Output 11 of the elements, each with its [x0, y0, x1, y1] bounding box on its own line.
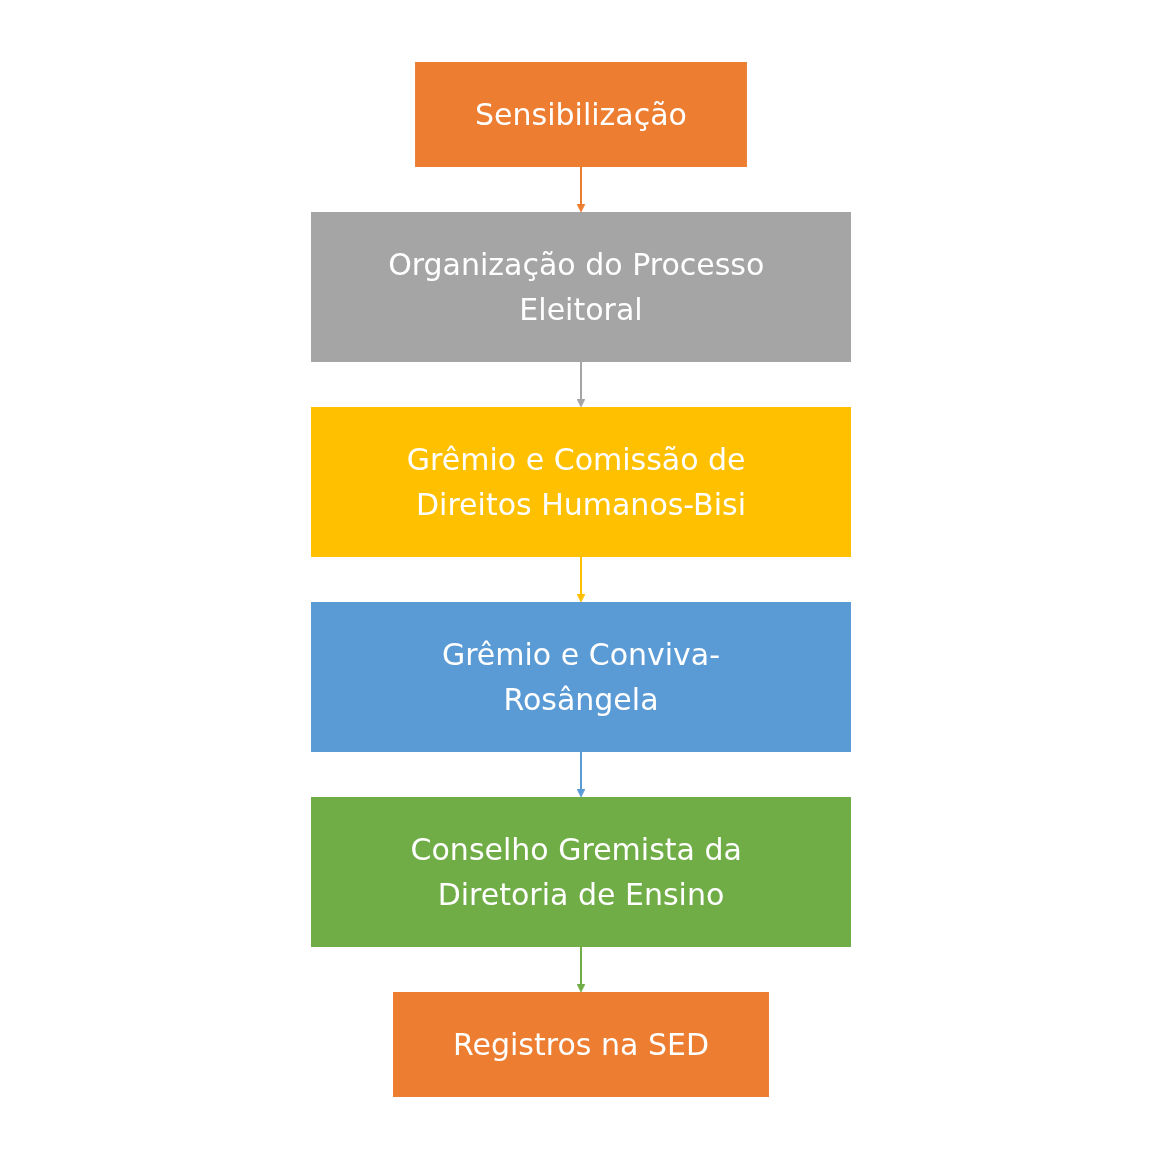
- arrow: [576, 750, 586, 797]
- node-box: Conselho Gremista da Diretoria de Ensino: [311, 796, 851, 947]
- node-box: Organização do Processo Eleitoral: [311, 211, 851, 362]
- node-box: Grêmio e Conviva-Rosângela: [311, 601, 851, 752]
- arrow: [576, 555, 586, 602]
- arrow: [576, 165, 586, 212]
- node-box: Grêmio e Comissão de Direitos Humanos-Bisi: [311, 406, 851, 557]
- arrow: [576, 360, 586, 407]
- node-box: Sensibilização: [415, 61, 747, 167]
- arrow: [576, 945, 586, 992]
- node-box: Registros na SED: [393, 991, 769, 1097]
